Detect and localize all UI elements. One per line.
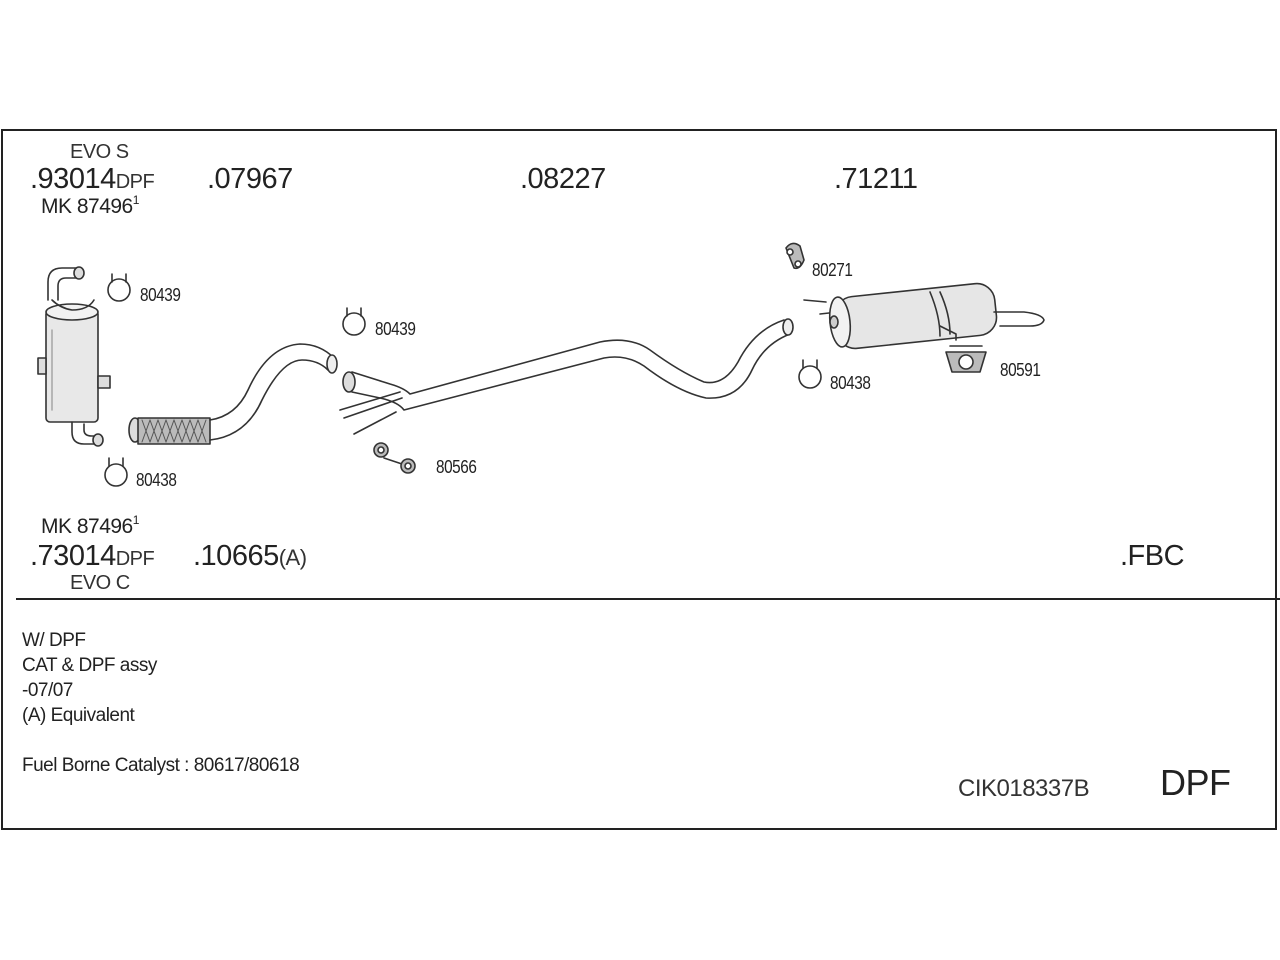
ref-80439-a: 80439 bbox=[140, 285, 181, 305]
note-line-2: CAT & DPF assy bbox=[22, 655, 157, 676]
clamp-80439-b-drawing bbox=[342, 307, 366, 336]
part-93014: .93014DPF bbox=[30, 163, 155, 196]
clamp-80438-a-drawing bbox=[104, 457, 128, 487]
note-line-4: (A) Equivalent bbox=[22, 705, 135, 726]
ref-80591: 80591 bbox=[1000, 360, 1041, 380]
front-pipe-drawing bbox=[128, 343, 338, 445]
mk-top-sup: 1 bbox=[132, 193, 140, 207]
mk-top: MK 874961 bbox=[41, 193, 140, 219]
diagram-frame bbox=[1, 129, 1277, 830]
part-fbc: .FBC bbox=[1120, 540, 1185, 572]
middle-pipe-drawing bbox=[339, 318, 794, 435]
evo-s-label: EVO S bbox=[70, 141, 129, 163]
hanger-80271-drawing bbox=[785, 242, 805, 270]
kit-code: CIK018337B bbox=[958, 775, 1090, 802]
note-line-5: Fuel Borne Catalyst : 80617/80618 bbox=[22, 755, 300, 776]
hanger-80566-drawing bbox=[373, 442, 416, 474]
part-10665-equiv: (A) bbox=[278, 545, 307, 570]
clamp-80438-b-drawing bbox=[798, 359, 822, 389]
ref-80438-a: 80438 bbox=[136, 470, 177, 490]
ref-80438-b: 80438 bbox=[830, 373, 871, 393]
section-divider bbox=[16, 598, 1280, 600]
evo-c-label: EVO C bbox=[70, 572, 130, 594]
hanger-80591-drawing bbox=[945, 345, 987, 373]
rear-silencer-drawing bbox=[803, 282, 1045, 350]
part-10665: .10665(A) bbox=[193, 540, 307, 573]
part-08227: .08227 bbox=[520, 163, 606, 195]
part-73014-dpf-suffix: DPF bbox=[115, 548, 155, 570]
mk-top-text: MK 87496 bbox=[41, 195, 133, 218]
ref-80566: 80566 bbox=[436, 457, 477, 477]
part-10665-number: .10665 bbox=[193, 540, 279, 572]
dpf-tag: DPF bbox=[1160, 762, 1231, 803]
ref-80439-b: 80439 bbox=[375, 319, 416, 339]
mk-bottom: MK 874961 bbox=[41, 513, 140, 539]
mk-bottom-text: MK 87496 bbox=[41, 515, 133, 538]
part-07967: .07967 bbox=[207, 163, 293, 195]
note-line-1: W/ DPF bbox=[22, 630, 86, 651]
note-line-3: -07/07 bbox=[22, 680, 73, 701]
part-71211: .71211 bbox=[834, 163, 918, 195]
part-93014-number: .93014 bbox=[30, 163, 116, 195]
part-93014-dpf-suffix: DPF bbox=[115, 171, 155, 193]
clamp-80439-a-drawing bbox=[107, 273, 131, 302]
mk-bottom-sup: 1 bbox=[132, 513, 140, 527]
part-73014-number: .73014 bbox=[30, 540, 116, 572]
cat-dpf-assembly-drawing bbox=[37, 266, 111, 447]
part-73014: .73014DPF bbox=[30, 540, 155, 573]
ref-80271: 80271 bbox=[812, 260, 853, 280]
